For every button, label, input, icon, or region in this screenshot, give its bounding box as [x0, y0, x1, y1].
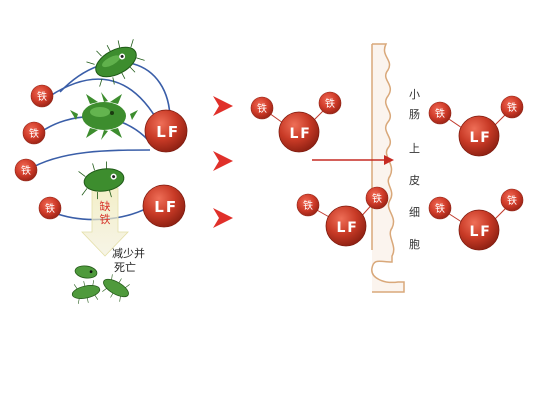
svg-text:F: F: [300, 126, 310, 142]
svg-text:上: 上: [409, 142, 420, 155]
iron-deficiency-arrow: 缺 铁: [81, 187, 129, 257]
svg-text:F: F: [168, 123, 178, 141]
iron-ball: 铁: [296, 193, 320, 217]
svg-text:铁: 铁: [21, 164, 31, 177]
iron-ball: 铁: [500, 188, 524, 212]
lf-ball: L F: [325, 205, 367, 247]
svg-text:L: L: [470, 130, 479, 146]
capture-curve: [27, 149, 151, 171]
svg-text:铁: 铁: [303, 199, 313, 212]
lf-iron-complex: L F 铁 铁: [250, 91, 342, 153]
svg-text:F: F: [480, 224, 490, 240]
svg-text:细: 细: [409, 206, 420, 219]
bacteria-icon: [74, 265, 98, 279]
lf-ball: L F: [458, 115, 500, 157]
transport-arrow: [312, 155, 394, 165]
bacteria-icon: [102, 274, 130, 302]
iron-ball: 铁: [250, 96, 274, 120]
svg-text:肠: 肠: [409, 108, 420, 121]
svg-text:铁: 铁: [507, 101, 517, 114]
svg-text:L: L: [337, 220, 346, 236]
svg-text:铁: 铁: [29, 127, 39, 140]
svg-text:铁: 铁: [257, 102, 267, 115]
svg-text:皮: 皮: [409, 174, 420, 187]
svg-text:铁: 铁: [507, 194, 517, 207]
bacteria-icon: [70, 92, 138, 140]
iron-ball: 铁: [428, 196, 452, 220]
red-arrow-icon: [213, 151, 233, 171]
iron-ball: 铁: [365, 186, 389, 210]
svg-text:F: F: [166, 198, 176, 216]
svg-text:铁: 铁: [37, 90, 47, 103]
iron-ball: 铁: [428, 101, 452, 125]
svg-text:铁: 铁: [45, 202, 55, 215]
bacteria-icon: [86, 39, 145, 87]
iron-ball: 铁: [318, 91, 342, 115]
svg-text:铁: 铁: [372, 192, 382, 205]
svg-text:铁: 铁: [435, 107, 445, 120]
svg-text:F: F: [480, 130, 490, 146]
svg-text:胞: 胞: [409, 238, 420, 251]
lf-ball: L F: [458, 209, 500, 251]
svg-text:L: L: [290, 126, 299, 142]
iron-deficiency-label-2: 铁: [100, 213, 111, 226]
svg-text:小: 小: [409, 88, 420, 101]
capture-curve: [59, 61, 171, 121]
svg-text:L: L: [470, 224, 479, 240]
red-arrow-icon: [213, 96, 233, 116]
lf-iron-complex: L F 铁 铁: [428, 95, 524, 157]
iron-ball: 铁: [30, 84, 54, 108]
intestinal-epithelium: [371, 43, 405, 293]
svg-text:L: L: [154, 198, 164, 216]
red-arrow-icon: [213, 208, 233, 228]
bacteria-icon: [78, 161, 125, 200]
bacteria-icon: [71, 280, 101, 304]
iron-ball: 铁: [22, 121, 46, 145]
reduce-label-1: 减少并: [112, 246, 145, 260]
iron-capture-curves: [27, 61, 171, 221]
svg-text:铁: 铁: [435, 202, 445, 215]
left-panel: 缺 铁: [27, 39, 171, 304]
intestine-cell-label: 小 肠 上 皮 细 胞: [409, 88, 420, 251]
lf-iron-complex: L F 铁 铁: [428, 188, 524, 251]
lf-ball: L F: [142, 184, 186, 228]
iron-ball: 铁: [38, 196, 62, 220]
lf-iron-complex: L F 铁 铁: [296, 186, 389, 247]
reduce-label-2: 死亡: [114, 260, 136, 274]
iron-ball: 铁: [14, 158, 38, 182]
iron-ball: 铁: [500, 95, 524, 119]
iron-deficiency-label-1: 缺: [100, 199, 111, 213]
svg-text:F: F: [347, 220, 357, 236]
lf-ball: L F: [278, 111, 320, 153]
lf-ball: L F: [144, 109, 188, 153]
svg-text:铁: 铁: [325, 97, 335, 110]
svg-text:L: L: [156, 123, 166, 141]
